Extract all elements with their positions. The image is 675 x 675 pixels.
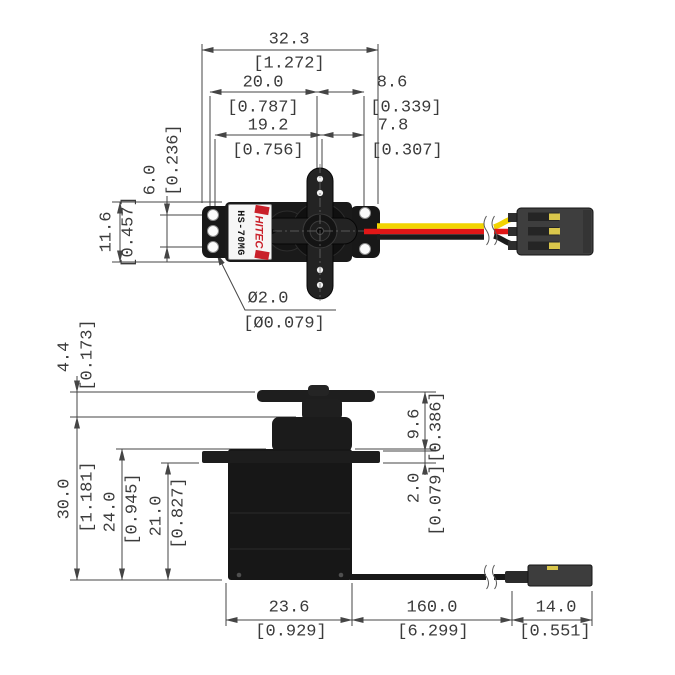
dim-horn-to-flange-in: [0.386] xyxy=(427,391,447,463)
dim-case-height-in: [0.945] xyxy=(123,473,143,545)
cable-break-mark xyxy=(483,215,490,246)
dim-horn-thickness-mm: 4.4 xyxy=(55,341,75,373)
dimension-linework xyxy=(70,44,593,626)
dim-flange-thickness-mm: 2.0 xyxy=(405,472,425,504)
dim-body-width-mm: 23.6 xyxy=(268,598,310,618)
dim-cable-length-mm: 160.0 xyxy=(406,598,458,618)
dim-shaft-to-hole-in: [0.339] xyxy=(370,98,442,118)
dim-body-to-shaft-mm: 19.2 xyxy=(247,116,289,136)
mount-hole xyxy=(359,243,371,255)
mount-hole xyxy=(207,241,219,253)
dim-connector-length-mm: 14.0 xyxy=(535,598,577,618)
cable-break-mark xyxy=(491,215,498,246)
dim-shaft-to-edge-mm: 7.8 xyxy=(377,116,409,136)
dim-shaft-to-hole-mm: 8.6 xyxy=(376,73,408,93)
dim-total-height-mm: 30.0 xyxy=(55,478,75,520)
connector-pin xyxy=(549,242,560,249)
cable-break-mark xyxy=(492,564,497,590)
dim-body-width-in: [0.929] xyxy=(255,622,327,642)
dim-shaft-to-edge-in: [0.307] xyxy=(371,141,443,161)
servo-side-view xyxy=(202,385,380,580)
cable-break-mark xyxy=(484,564,489,590)
dim-lower-height-mm: 21.0 xyxy=(147,495,167,537)
connector-pin xyxy=(549,228,560,235)
model-text: HS-70MG xyxy=(234,210,245,256)
connector-pin xyxy=(549,213,560,220)
dim-horn-thickness-in: [0.173] xyxy=(78,319,98,391)
label-stripe xyxy=(254,249,270,261)
dim-hole-span-mm: 6.0 xyxy=(141,164,161,196)
dim-left-to-shaft-in: [0.787] xyxy=(227,98,299,118)
dim-connector-length-in: [0.551] xyxy=(519,622,591,642)
dim-left-to-shaft-mm: 20.0 xyxy=(242,73,284,93)
mount-hole xyxy=(207,209,219,221)
mounting-flange-side xyxy=(202,451,380,463)
dim-total-width-mm: 32.3 xyxy=(268,30,310,50)
servo-connector-side-view xyxy=(505,564,593,587)
dim-mount-hole-dia-mm: Ø2.0 xyxy=(247,289,289,309)
dim-total-height-in: [1.181] xyxy=(78,461,98,533)
connector-pin xyxy=(547,566,558,570)
dim-body-to-shaft-in: [0.756] xyxy=(232,141,304,161)
product-label: HS-70MG HITEC xyxy=(228,204,272,261)
dim-body-height-mm: 11.6 xyxy=(97,211,117,253)
mount-hole xyxy=(359,207,371,219)
dim-lower-height-in: [0.827] xyxy=(169,477,189,549)
dim-case-height-mm: 24.0 xyxy=(101,491,121,533)
servo-cable-top-view xyxy=(364,207,594,256)
servo-connector-top-view xyxy=(508,207,594,256)
brand-logo-text: HITEC xyxy=(252,215,265,249)
dim-flange-thickness-in: [0.079] xyxy=(427,464,447,536)
dim-hole-span-in: [0.236] xyxy=(164,124,184,196)
dim-mount-hole-dia-in: [Ø0.079] xyxy=(243,314,325,334)
servo-cable-side-view xyxy=(350,564,593,590)
label-stripe xyxy=(254,204,270,216)
dim-body-height-in: [0.457] xyxy=(119,196,139,268)
dim-cable-length-in: [6.299] xyxy=(397,622,469,642)
mount-hole xyxy=(207,225,219,237)
dim-horn-to-flange-mm: 9.6 xyxy=(405,408,425,440)
dim-total-width-in: [1.272] xyxy=(253,54,325,74)
